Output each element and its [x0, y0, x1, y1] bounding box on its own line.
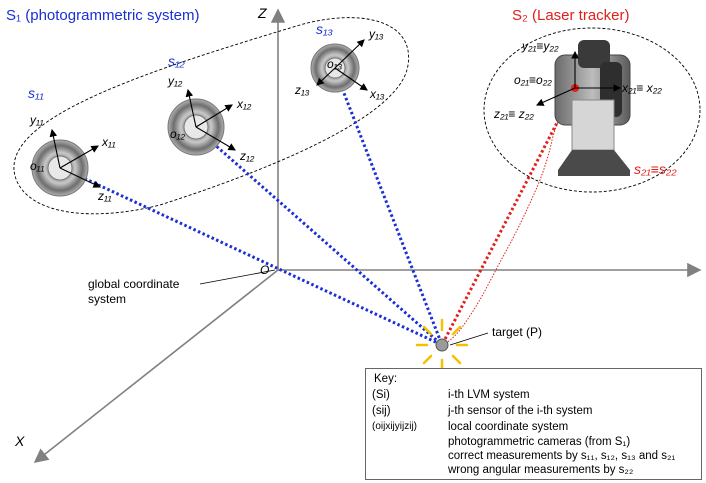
s11-name: s₁₁ — [28, 85, 44, 101]
s13-x: x₁₃ — [370, 87, 385, 101]
frame-s11 — [49, 128, 101, 188]
s11-y: y₁₁ — [30, 113, 44, 127]
s13-name: s₁₃ — [316, 21, 333, 37]
s13-y: y₁₃ — [369, 27, 384, 41]
s2-y: y₂₁≡y₂₂ — [522, 39, 559, 53]
s11-o: o₁₁ — [30, 159, 45, 173]
correct-measurements — [61, 69, 444, 347]
key-desc-frame: local coordinate system — [448, 421, 569, 433]
s12-name: s₁₂ — [168, 53, 185, 69]
frame-s12 — [185, 88, 236, 151]
s13-z: z₁₃ — [295, 83, 310, 97]
key-legend: Key: (Si) i-th LVM system (sij) j-th sen… — [365, 368, 702, 480]
target-point — [435, 338, 449, 352]
s12-y: y₁₂ — [168, 74, 183, 88]
origin-label: O — [260, 263, 270, 277]
s1-boundary — [13, 17, 409, 215]
laser-tracker — [554, 40, 631, 176]
key-desc-wrong: wrong angular measurements by s₂₂ — [448, 464, 634, 476]
global-label-1: global coordinate — [88, 277, 180, 291]
s2-o: o₂₁≡o₂₂ — [514, 73, 552, 87]
measure-s21 — [440, 87, 577, 346]
s12-o: o₁₂ — [170, 127, 186, 141]
z-axis-label: Z — [258, 5, 267, 21]
s12-x: x₁₂ — [237, 97, 252, 111]
key-sym-sensor: (sij) — [372, 405, 391, 417]
measure-s12 — [197, 128, 443, 347]
measure-s13 — [333, 69, 444, 346]
x-axis-label: X — [15, 433, 25, 449]
key-desc-correct: correct measurements by s₁₁, s₁₂, s₁₃ an… — [448, 450, 676, 462]
s2-z: z₂₁≡ z₂₂ — [494, 107, 534, 121]
target-pointer — [449, 332, 489, 346]
s11-x: x₁₁ — [102, 135, 116, 149]
title-s1: S₁ (photogrammetric system) — [6, 7, 200, 24]
s12-z: z₁₂ — [240, 149, 255, 163]
s13-o: o₁₃ — [327, 57, 343, 71]
target-label: target (P) — [492, 325, 543, 339]
key-sym-system: (Si) — [372, 389, 390, 401]
measure-s11 — [61, 166, 443, 347]
s2-boundary — [483, 27, 701, 193]
frame-s2 — [535, 50, 622, 106]
global-label-2: system — [88, 292, 127, 306]
measure-s22-wrong — [441, 91, 578, 346]
x-axis — [33, 269, 279, 463]
s2-sensor-label: s₂₁≡s₂₂ — [634, 161, 677, 177]
key-desc-sensor: j-th sensor of the i-th system — [448, 405, 593, 417]
s11-z: z₁₁ — [98, 189, 112, 203]
key-desc-camera: photogrammetric cameras (from S₁) — [448, 436, 631, 448]
title-s2: S₂ (Laser tracker) — [512, 7, 630, 24]
key-title: Key: — [374, 373, 398, 385]
s2-x: x₂₁≡ x₂₂ — [622, 81, 662, 95]
global-pointer — [199, 269, 276, 285]
key-sym-frame: (oijxijyijzij) — [372, 421, 417, 432]
key-desc-system: i-th LVM system — [448, 389, 530, 401]
frame-s13 — [316, 39, 368, 91]
